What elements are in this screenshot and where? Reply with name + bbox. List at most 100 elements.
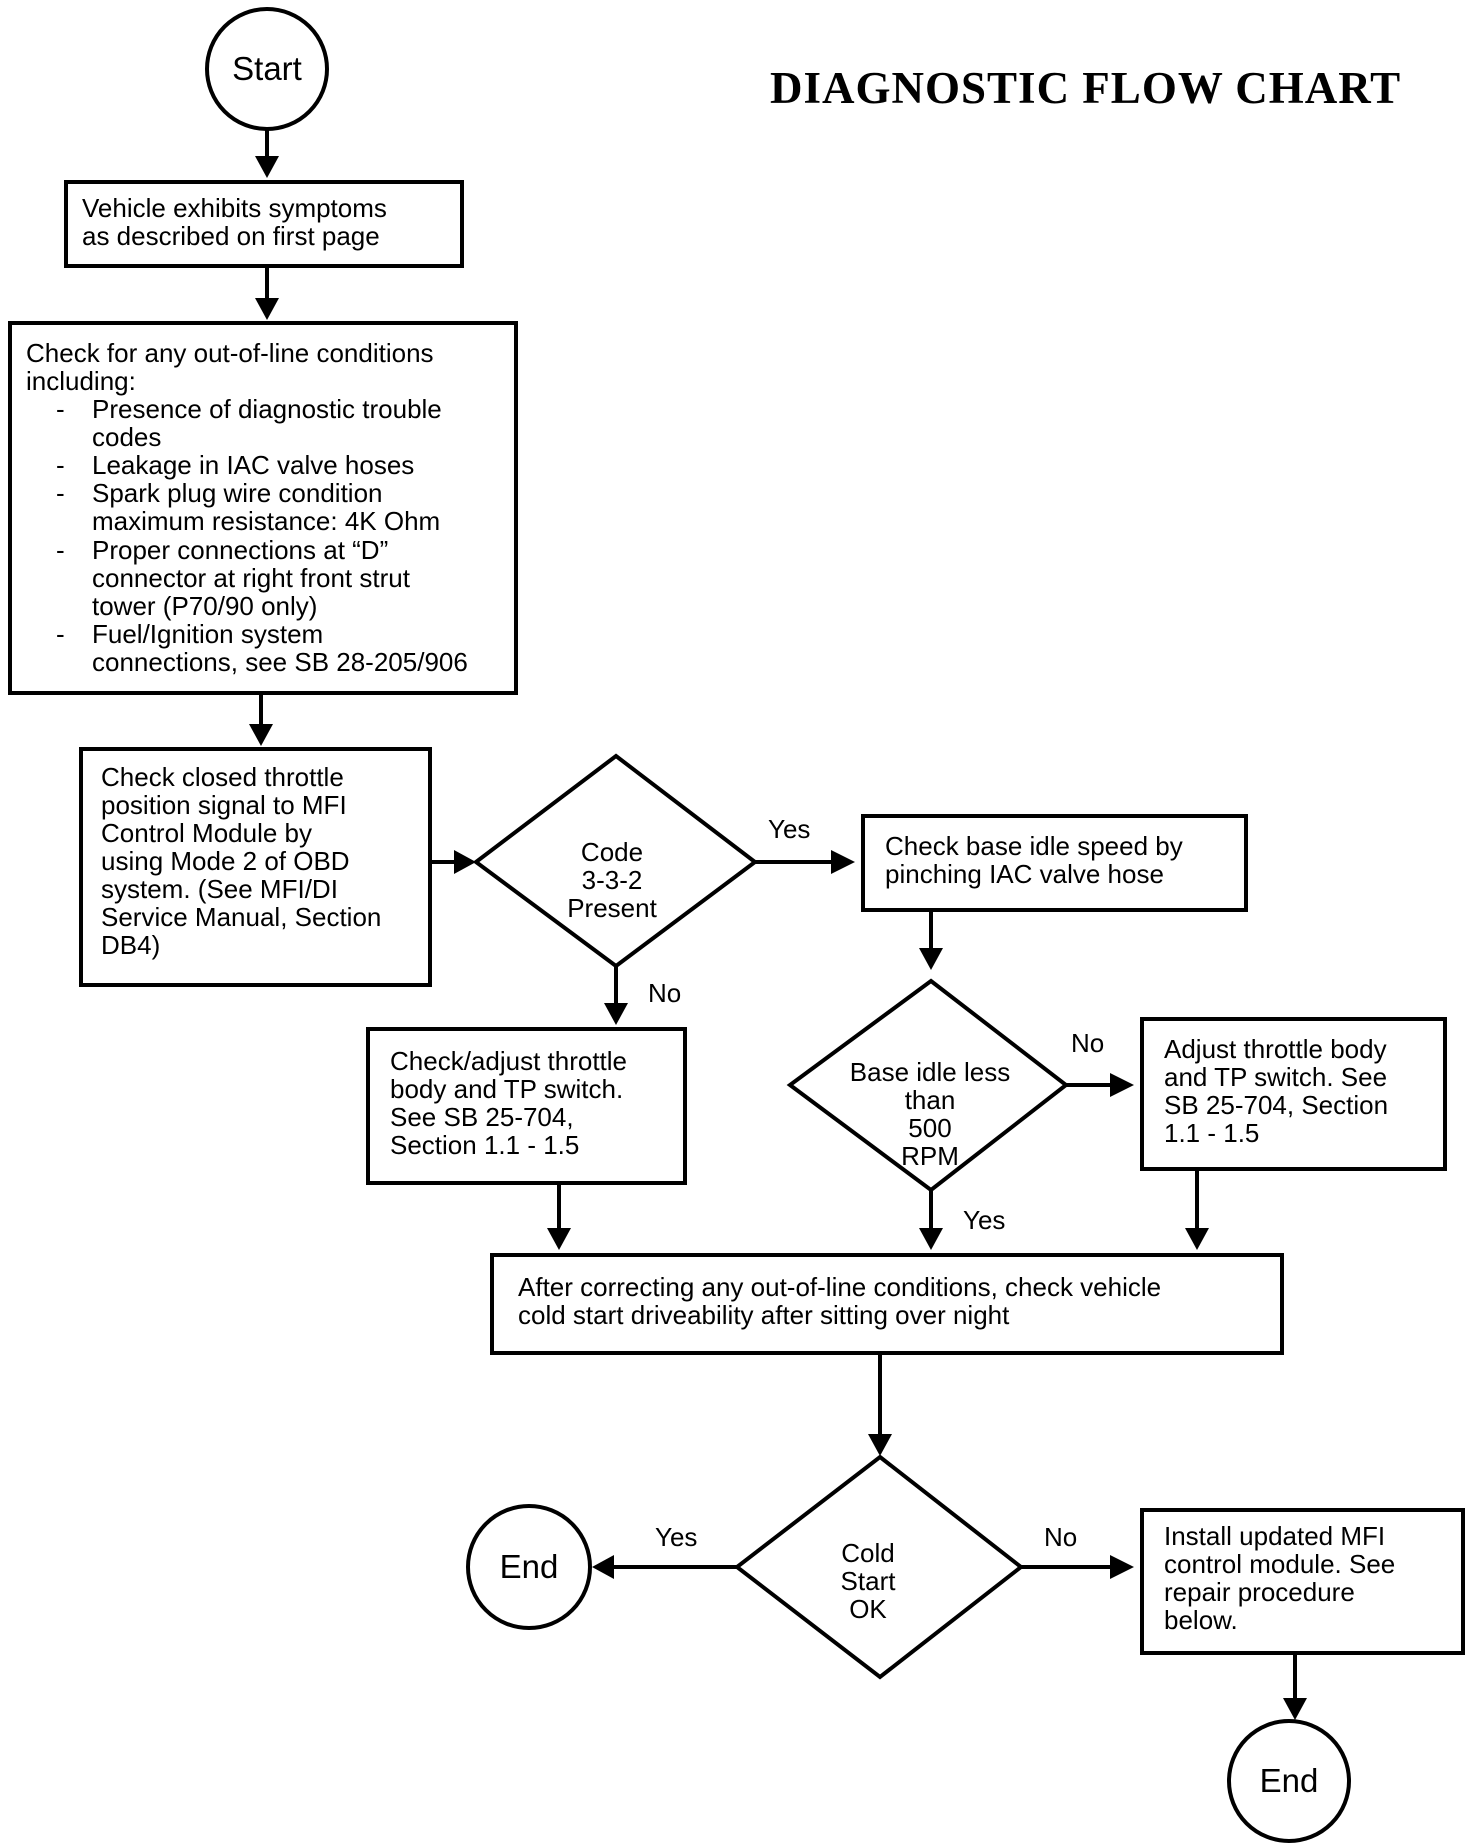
idle-decision-line: Base idle less bbox=[849, 1056, 1011, 1087]
condition-line: Spark plug wire condition bbox=[92, 478, 383, 509]
check-adjust-line: body and TP switch. bbox=[390, 1074, 624, 1105]
check-tp-signal-box: Check closed throttle position signal to… bbox=[79, 747, 432, 987]
arrowhead bbox=[1110, 1073, 1134, 1097]
edge-label-idle-yes: Yes bbox=[963, 1205, 1006, 1235]
adjust-tp-box: Adjust throttle body and TP switch. See … bbox=[1140, 1017, 1447, 1171]
adjust-tp-line: and TP switch. See bbox=[1164, 1062, 1388, 1093]
base-idle-line: pinching IAC valve hose bbox=[885, 859, 1164, 890]
arrowhead bbox=[919, 1228, 943, 1250]
adjust-tp-line: Adjust throttle body bbox=[1164, 1034, 1387, 1064]
conditions-intro-line: including: bbox=[26, 366, 136, 397]
condition-line: connector at right front strut bbox=[92, 562, 410, 593]
arrowhead bbox=[255, 156, 279, 178]
tp-signal-line: Check closed throttle bbox=[101, 762, 344, 792]
check-adjust-tp-box: Check/adjust throttle body and TP switch… bbox=[366, 1027, 687, 1185]
condition-line: connections, see SB 28-205/906 bbox=[92, 646, 468, 677]
condition-item: - Leakage in IAC valve hoses bbox=[26, 451, 500, 479]
after-correcting-line: After correcting any out-of-line conditi… bbox=[518, 1272, 1162, 1302]
after-correcting-line: cold start driveability after sitting ov… bbox=[518, 1300, 1010, 1331]
cold-start-line: Start bbox=[840, 1566, 896, 1596]
install-mfi-line: below. bbox=[1164, 1605, 1238, 1636]
idle-decision-line: 500 bbox=[908, 1113, 952, 1144]
condition-line: maximum resistance: 4K Ohm bbox=[92, 506, 441, 537]
tp-signal-line: position signal to MFI bbox=[101, 790, 347, 821]
cold-start-line: OK bbox=[849, 1594, 887, 1625]
install-mfi-box: Install updated MFI control module. See … bbox=[1140, 1508, 1465, 1655]
idle-decision-line: than bbox=[904, 1084, 956, 1115]
condition-item: - Fuel/Ignition system connections, see … bbox=[26, 620, 500, 676]
condition-line: Fuel/Ignition system bbox=[92, 618, 324, 649]
adjust-tp-line: 1.1 - 1.5 bbox=[1164, 1118, 1260, 1149]
install-mfi-line: Install updated MFI bbox=[1164, 1521, 1386, 1551]
arrowhead bbox=[831, 850, 855, 874]
edge-label-cold-no: No bbox=[1044, 1522, 1078, 1552]
symptoms-line: as described on first page bbox=[82, 221, 380, 252]
idle-decision-line: RPM bbox=[901, 1141, 959, 1172]
cold-start-decision-diamond bbox=[733, 1454, 1025, 1680]
condition-line: Proper connections at “D” bbox=[92, 534, 389, 565]
tp-signal-line: using Mode 2 of OBD bbox=[101, 846, 350, 877]
code-decision-line: Present bbox=[567, 893, 657, 924]
list-dash: - bbox=[56, 618, 65, 649]
arrowhead bbox=[868, 1434, 892, 1456]
edge-label-cold-yes: Yes bbox=[655, 1522, 698, 1552]
arrowhead bbox=[547, 1228, 571, 1250]
arrowhead bbox=[1110, 1555, 1134, 1579]
arrowhead bbox=[919, 948, 943, 970]
arrowhead bbox=[592, 1555, 614, 1579]
tp-signal-line: system. (See MFI/DI bbox=[101, 874, 338, 905]
condition-item: - Spark plug wire condition maximum resi… bbox=[26, 479, 500, 535]
end-terminal-right bbox=[1227, 1719, 1351, 1843]
symptoms-line: Vehicle exhibits symptoms bbox=[82, 193, 387, 223]
code-decision-line: 3-3-2 bbox=[581, 865, 643, 895]
install-mfi-line: repair procedure bbox=[1164, 1577, 1355, 1608]
condition-line: Leakage in IAC valve hoses bbox=[92, 450, 415, 481]
check-adjust-line: Check/adjust throttle bbox=[390, 1046, 628, 1076]
edge-label-code-no: No bbox=[648, 978, 682, 1008]
tp-signal-line: DB4) bbox=[101, 930, 161, 961]
list-dash: - bbox=[56, 450, 65, 481]
code-decision-line: Code bbox=[580, 836, 644, 867]
edge-label-code-yes: Yes bbox=[768, 814, 811, 844]
list-dash: - bbox=[56, 478, 65, 509]
code-decision-diamond bbox=[472, 753, 759, 969]
start-label: Start bbox=[232, 50, 302, 87]
adjust-tp-line: SB 25-704, Section bbox=[1164, 1090, 1389, 1121]
arrowhead bbox=[249, 724, 273, 746]
edge-label-idle-no: No bbox=[1071, 1028, 1105, 1058]
condition-line: codes bbox=[92, 422, 162, 453]
condition-line: Presence of diagnostic trouble bbox=[92, 394, 442, 425]
condition-item: - Presence of diagnostic trouble codes bbox=[26, 395, 500, 451]
arrowhead bbox=[1283, 1698, 1307, 1720]
tp-signal-line: Service Manual, Section bbox=[101, 902, 382, 933]
end-label-left: End bbox=[499, 1548, 559, 1585]
check-adjust-line: See SB 25-704, bbox=[390, 1102, 574, 1133]
check-base-idle-box: Check base idle speed by pinching IAC va… bbox=[861, 814, 1248, 912]
install-mfi-line: control module. See bbox=[1164, 1549, 1396, 1580]
check-adjust-line: Section 1.1 - 1.5 bbox=[390, 1130, 580, 1161]
arrowhead bbox=[604, 1003, 628, 1025]
list-dash: - bbox=[56, 394, 65, 425]
arrowhead bbox=[255, 298, 279, 320]
idle-decision-diamond bbox=[786, 978, 1070, 1193]
conditions-list: - Presence of diagnostic trouble codes -… bbox=[26, 395, 500, 676]
base-idle-line: Check base idle speed by bbox=[885, 831, 1183, 861]
page-title: DIAGNOSTIC FLOW CHART bbox=[770, 63, 1402, 113]
cold-start-label: Cold Start OK bbox=[841, 1511, 896, 1623]
tp-signal-line: Control Module by bbox=[101, 818, 312, 849]
end-terminal-left bbox=[466, 1504, 592, 1630]
start-terminal bbox=[205, 7, 329, 131]
arrowhead bbox=[1185, 1228, 1209, 1250]
list-dash: - bbox=[56, 534, 65, 565]
arrowhead bbox=[454, 850, 476, 874]
idle-decision-label: Base idle less than 500 RPM bbox=[850, 1030, 1010, 1170]
condition-line: tower (P70/90 only) bbox=[92, 590, 318, 621]
end-label-right: End bbox=[1259, 1762, 1319, 1799]
check-conditions-box: Check for any out-of-line conditions inc… bbox=[8, 321, 518, 695]
cold-start-line: Cold bbox=[841, 1537, 895, 1568]
conditions-intro-line: Check for any out-of-line conditions bbox=[26, 338, 434, 368]
code-decision-label: Code 3-3-2 Present bbox=[567, 810, 657, 922]
condition-item: - Proper connections at “D” connector at… bbox=[26, 534, 500, 621]
